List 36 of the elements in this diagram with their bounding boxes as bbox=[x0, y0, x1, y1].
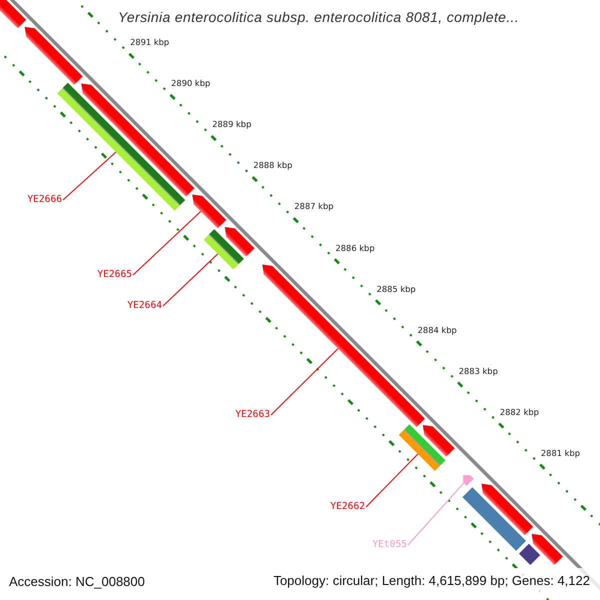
scale-label: 2890 kbp bbox=[171, 78, 210, 88]
gene-feature bbox=[532, 534, 563, 565]
gene-feature bbox=[398, 424, 446, 471]
gene-feature bbox=[422, 424, 455, 457]
gene-feature bbox=[0, 0, 26, 28]
gene-feature bbox=[519, 544, 540, 565]
gene-label: YE2665 bbox=[97, 268, 132, 282]
leader-line bbox=[366, 453, 418, 508]
leader-line bbox=[62, 152, 116, 200]
gene-label: YEt055 bbox=[372, 538, 407, 552]
scale-label: 2882 kbp bbox=[500, 406, 539, 417]
scale-label: 2888 kbp bbox=[253, 160, 292, 170]
gene-label: YE2662 bbox=[330, 500, 365, 514]
gene-label: YE2664 bbox=[127, 299, 162, 313]
leader-line bbox=[162, 253, 218, 306]
scale-label: 2889 kbp bbox=[212, 119, 252, 130]
scale-label: 2881 kbp bbox=[540, 448, 580, 458]
leader-line bbox=[270, 348, 338, 416]
leader-line bbox=[408, 482, 464, 546]
scale-label: 2891 kbp bbox=[130, 37, 170, 48]
scale-label: 2885 kbp bbox=[376, 284, 416, 294]
gene-feature bbox=[24, 26, 83, 85]
gene-label: YE2663 bbox=[235, 408, 270, 422]
map-title: Yersinia enterocolitica subsp. enterocolitica 8081, complete... bbox=[118, 9, 520, 25]
gene-feature bbox=[224, 226, 255, 257]
gene-feature bbox=[192, 194, 226, 228]
gene-label: YE2666 bbox=[27, 193, 62, 207]
leader-line bbox=[132, 210, 202, 276]
gene-feature bbox=[462, 487, 526, 551]
scale-label: 2883 kbp bbox=[458, 366, 498, 376]
scale-label: 2886 kbp bbox=[336, 242, 375, 253]
scale-label: 2884 kbp bbox=[418, 324, 457, 335]
scale-label: 2887 kbp bbox=[294, 201, 334, 212]
gene-feature bbox=[482, 484, 534, 536]
gene-feature bbox=[204, 229, 244, 270]
accession-text: Accession: NC_008800 bbox=[9, 574, 145, 589]
